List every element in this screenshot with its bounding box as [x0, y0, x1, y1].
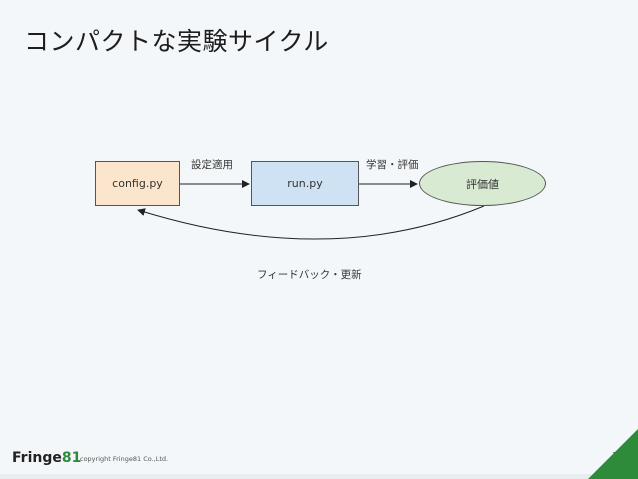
node-config: config.py [95, 161, 180, 206]
node-eval: 評価値 [419, 161, 546, 206]
node-run: run.py [251, 161, 359, 206]
corner-decoration [588, 429, 638, 479]
slide-title: コンパクトな実験サイクル [24, 27, 329, 56]
logo-accent: 81 [61, 450, 82, 466]
edge-label-feedback: フィードバック・更新 [257, 269, 362, 281]
footer-bar [0, 474, 638, 479]
edge-label-apply: 設定適用 [191, 159, 233, 171]
copyright-text: copyright Fringe81 Co.,Ltd. [80, 455, 169, 463]
company-logo: Fringe81 [12, 450, 81, 466]
edge-label-train-eval: 学習・評価 [366, 159, 419, 171]
arrow-feedback [137, 205, 485, 240]
logo-text: Fringe [12, 450, 62, 466]
